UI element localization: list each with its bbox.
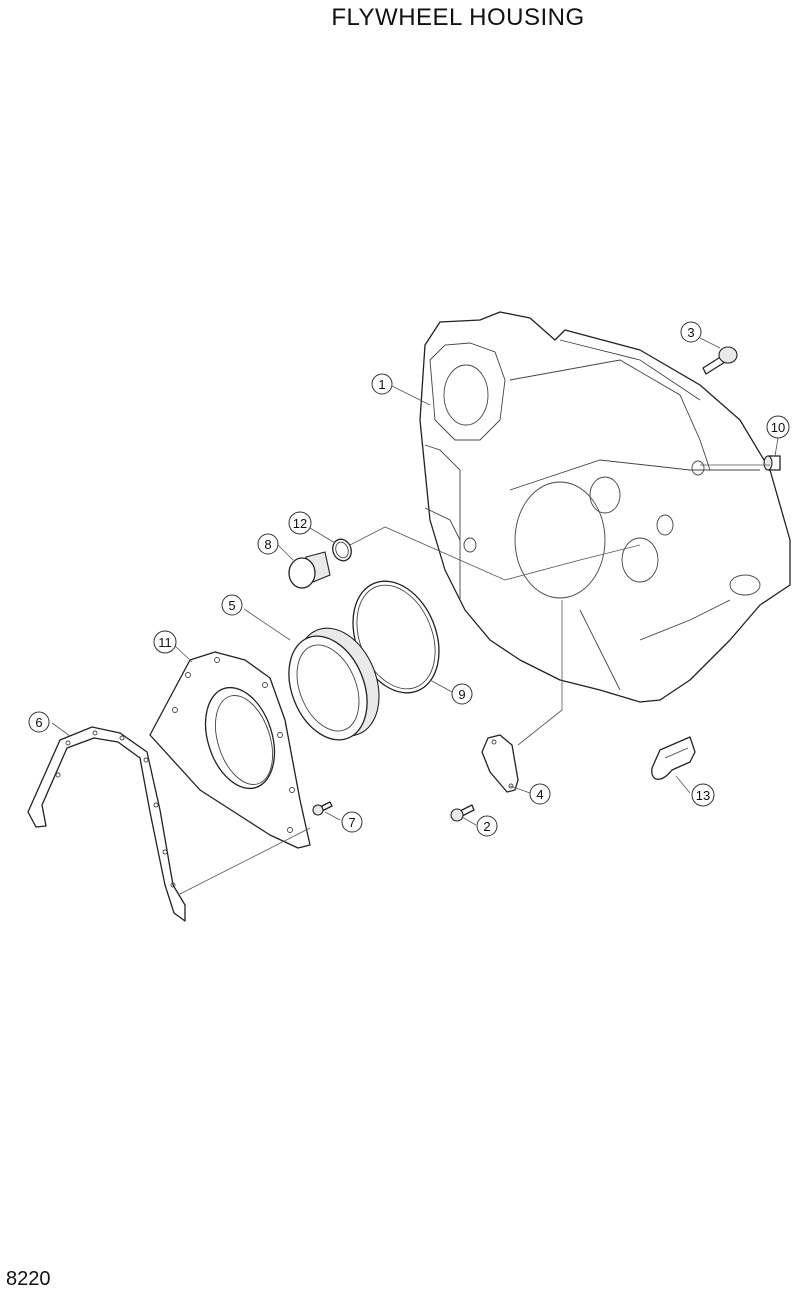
svg-text:7: 7	[348, 815, 355, 830]
gasket-part-6[interactable]	[27, 726, 186, 922]
flywheel-housing-part[interactable]	[419, 311, 791, 703]
callout-6: 6	[28, 711, 50, 733]
svg-text:8: 8	[264, 537, 271, 552]
leader-lines	[51, 337, 779, 896]
page-code: 8220	[6, 1268, 51, 1290]
callout-9: 9	[451, 683, 473, 705]
callout-3: 3	[680, 321, 702, 343]
svg-text:11: 11	[158, 635, 172, 650]
callout-1: 1	[371, 373, 393, 395]
oil-seal-part-5[interactable]	[274, 616, 394, 752]
bolt-part-7[interactable]	[312, 801, 333, 816]
callout-12: 12	[288, 511, 312, 535]
svg-text:6: 6	[35, 715, 42, 730]
svg-text:4: 4	[536, 787, 543, 802]
svg-text:12: 12	[293, 516, 307, 531]
svg-text:3: 3	[687, 325, 694, 340]
seal-ring-part-12[interactable]	[330, 537, 354, 564]
svg-text:13: 13	[696, 788, 710, 803]
callout-11: 11	[153, 630, 177, 654]
svg-text:2: 2	[483, 819, 490, 834]
svg-text:5: 5	[228, 598, 235, 613]
o-ring-part-9[interactable]	[337, 568, 455, 706]
svg-text:10: 10	[771, 420, 785, 435]
plug-part-8[interactable]	[288, 551, 331, 589]
diagram-title: FLYWHEEL HOUSING	[331, 4, 585, 31]
bolt-part-2[interactable]	[450, 804, 475, 822]
bolt-part-3[interactable]	[702, 346, 738, 375]
callout-10: 10	[766, 415, 790, 439]
svg-text:1: 1	[378, 377, 385, 392]
cover-plate-part-4[interactable]	[481, 734, 519, 793]
plug-screw-part-10[interactable]	[763, 455, 781, 471]
callout-13: 13	[691, 783, 715, 807]
callout-5: 5	[221, 594, 243, 616]
callout-4: 4	[529, 783, 551, 805]
seal-housing-part-11[interactable]	[149, 651, 311, 849]
clamp-part-13[interactable]	[651, 736, 696, 780]
callout-2: 2	[476, 815, 498, 837]
callout-8: 8	[257, 533, 279, 555]
callout-7: 7	[341, 811, 363, 833]
svg-text:9: 9	[458, 687, 465, 702]
